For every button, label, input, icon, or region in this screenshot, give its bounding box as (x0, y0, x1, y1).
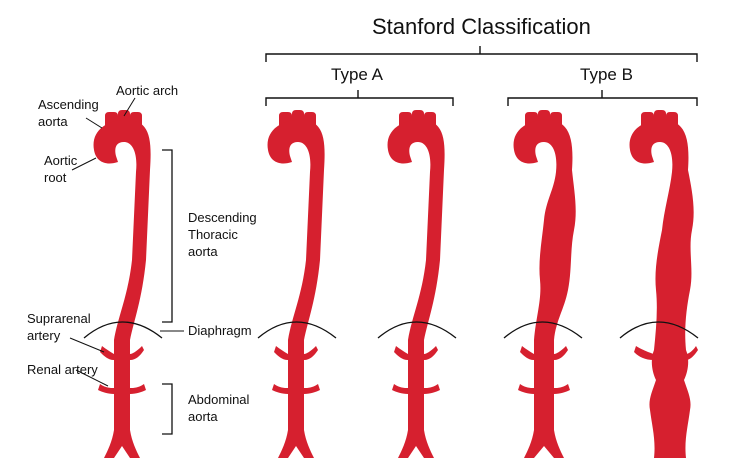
type-a-bracket (265, 90, 454, 106)
aortic-root-label: Aortic root (44, 153, 78, 185)
abdominal-aorta-label: Abdominal aorta (188, 392, 250, 424)
aorta-reference (83, 110, 163, 458)
diagram-title: Stanford Classification (372, 14, 591, 39)
aorta-type-a-2 (377, 110, 457, 458)
descending-thoracic-aorta-label: Descending Thoracic aorta (188, 210, 257, 259)
type-b-bracket (507, 90, 698, 106)
aorta-type-a-1 (257, 110, 337, 458)
aortic-arch-label: Aortic arch (116, 83, 179, 98)
descending-aorta-bracket (162, 149, 173, 323)
leader-lines (69, 97, 184, 387)
aorta-type-b-1 (503, 110, 583, 458)
stanford-bracket (265, 46, 698, 62)
renal-artery-label: Renal artery (27, 362, 98, 377)
type-a-label: Type A (331, 65, 383, 84)
type-b-label: Type B (580, 65, 633, 84)
suprarenal-artery-label: Suprarenal artery (27, 311, 91, 343)
abdominal-aorta-bracket (162, 383, 173, 435)
ascending-aorta-label: Ascending aorta (38, 97, 99, 129)
diaphragm-label: Diaphragm (188, 323, 252, 338)
aorta-type-b-2 (619, 110, 699, 458)
